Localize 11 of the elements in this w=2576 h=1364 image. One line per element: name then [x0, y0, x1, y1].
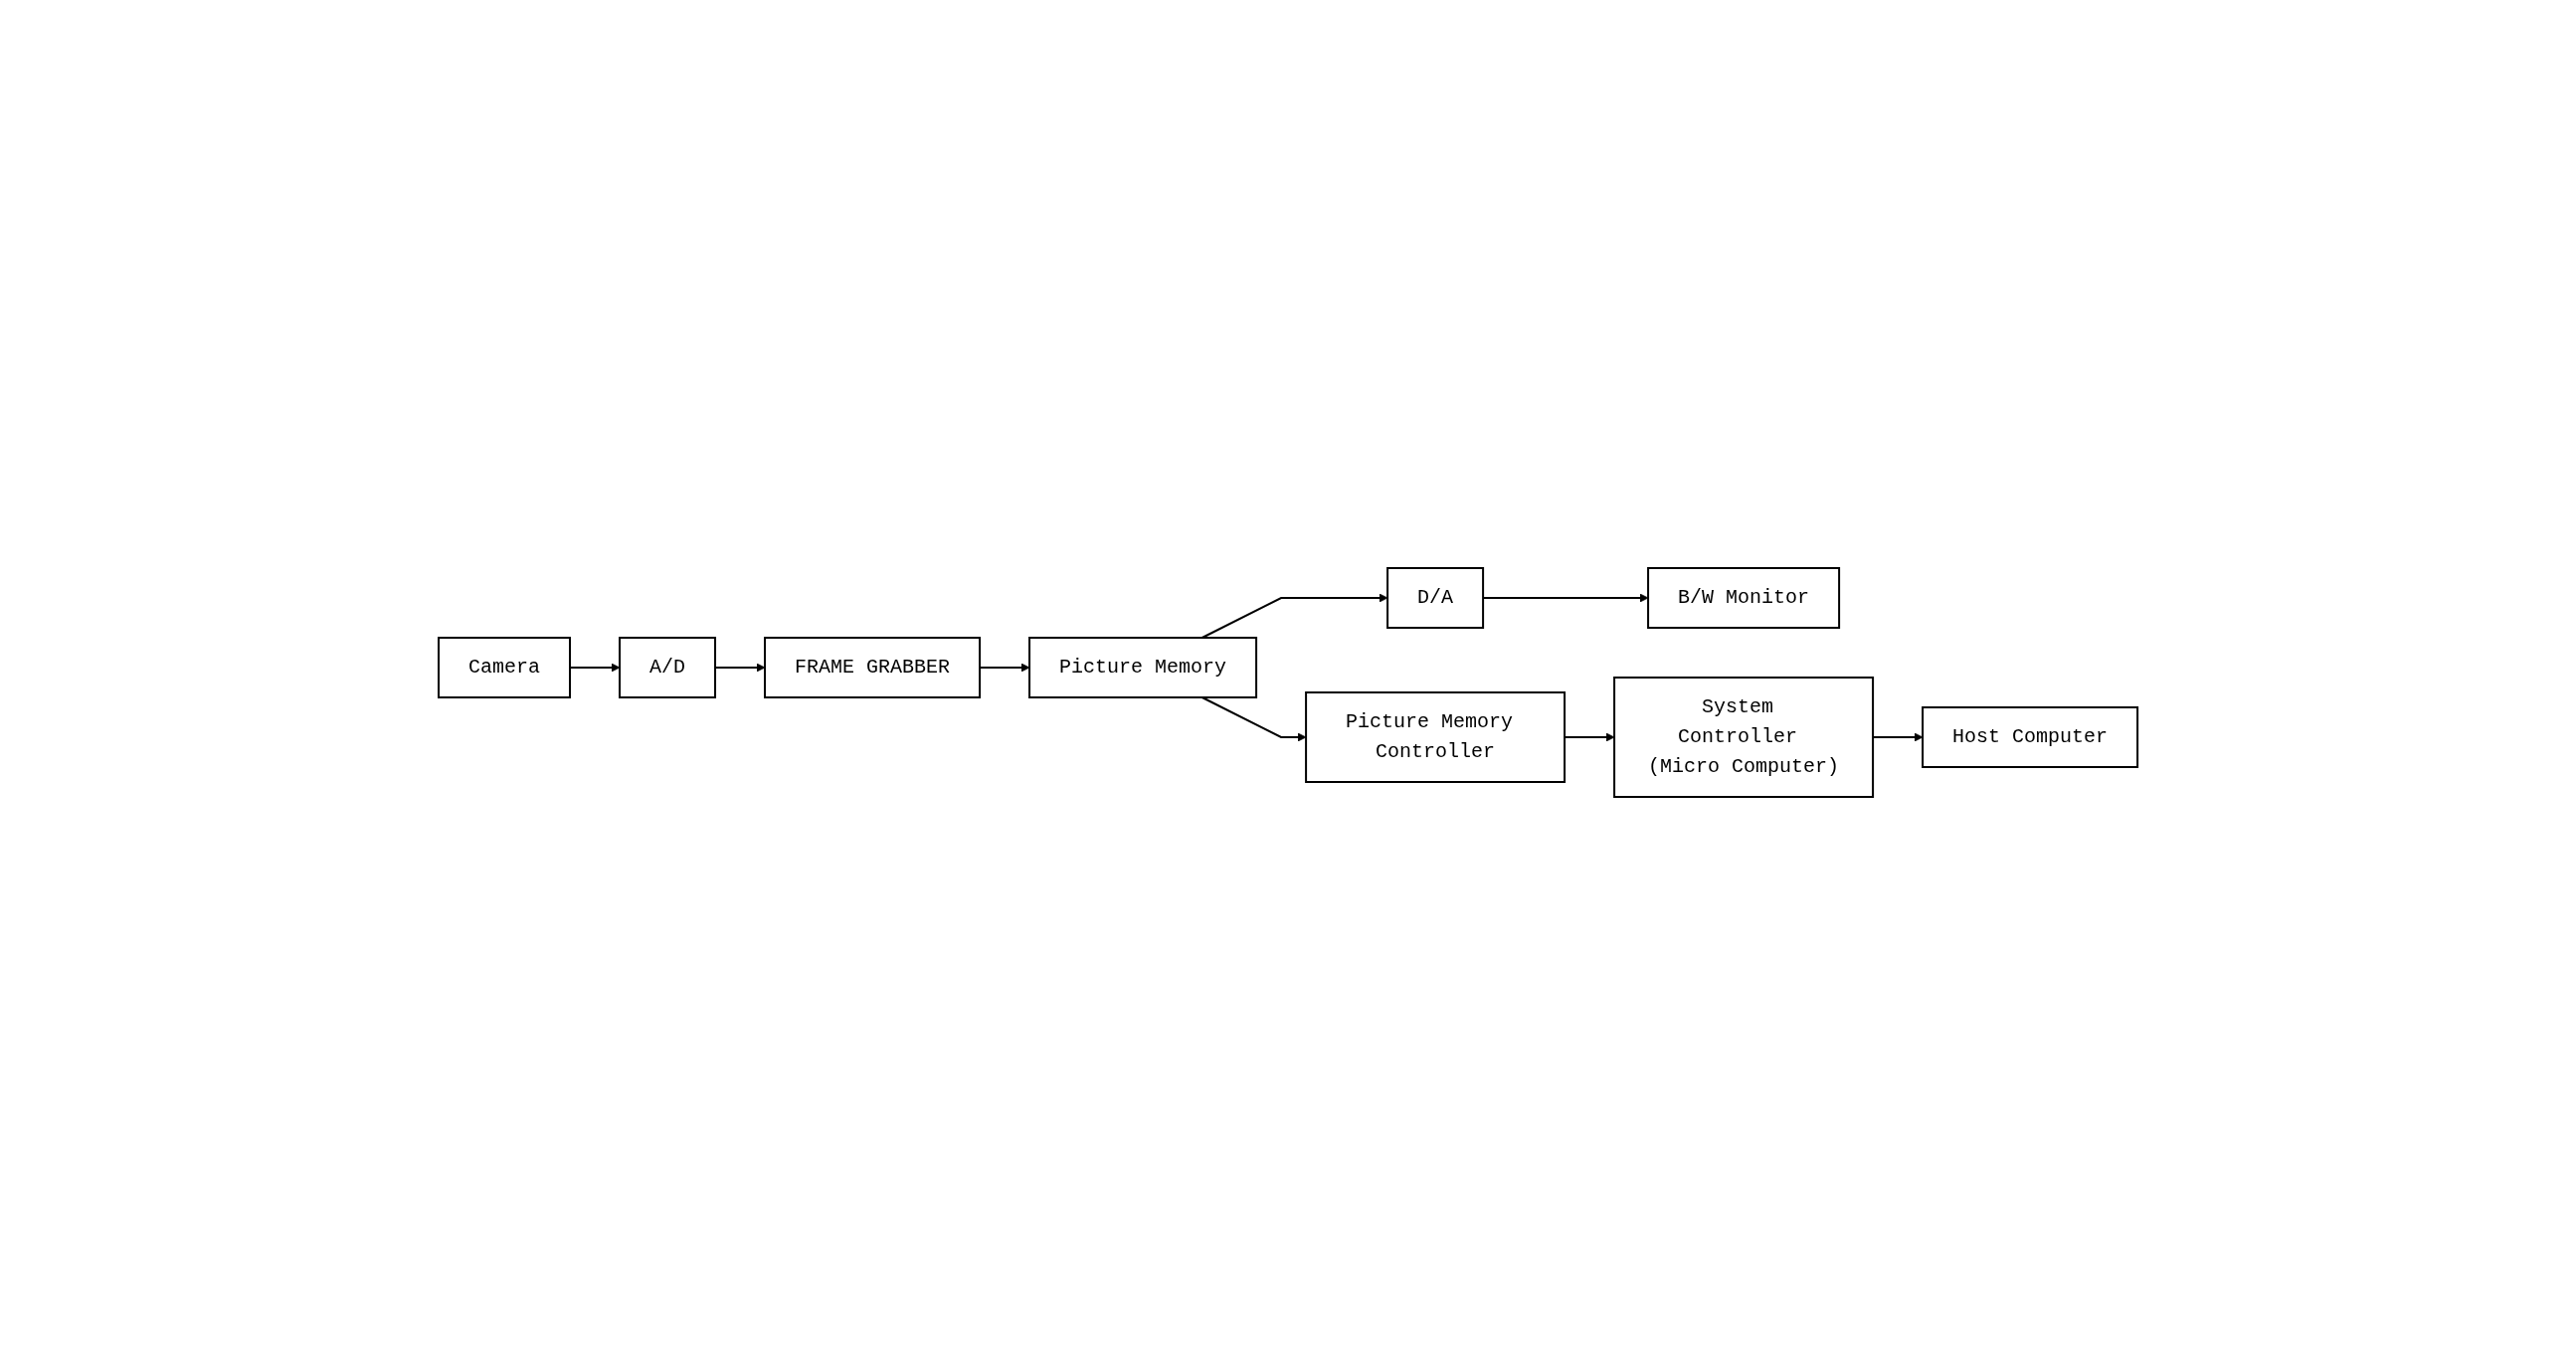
node-box: D/A	[1386, 566, 1485, 629]
arrow	[1200, 593, 1388, 639]
node-box: Picture Memory Controller	[1305, 690, 1566, 783]
node-box: A/D	[618, 636, 716, 698]
node-box: Host Computer	[1922, 705, 2139, 768]
node-box: System Controller (Micro Computer)	[1613, 676, 1875, 798]
node-box: Camera	[437, 636, 571, 698]
node-box: FRAME GRABBER	[763, 636, 981, 698]
node-box: Picture Memory	[1028, 636, 1258, 698]
node-box: B/W Monitor	[1647, 566, 1841, 629]
arrow	[1200, 695, 1307, 741]
